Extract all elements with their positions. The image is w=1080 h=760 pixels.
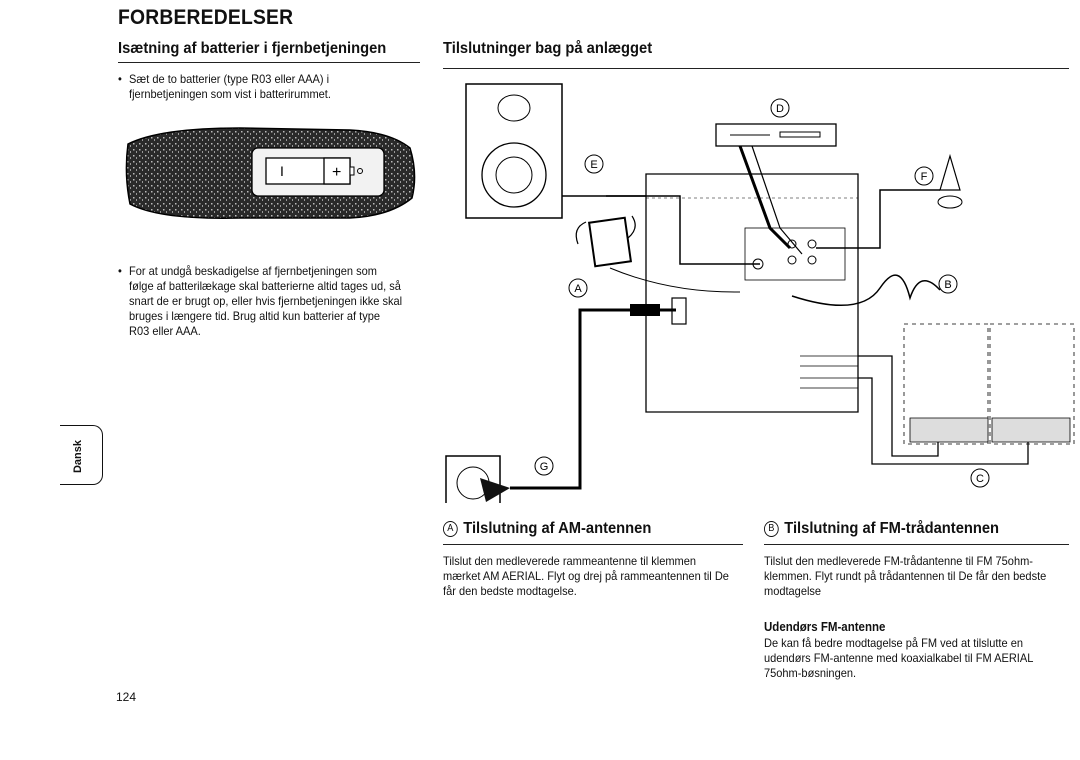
am-section-heading: A Tilslutning af AM-antennen <box>443 520 651 538</box>
main-unit <box>645 173 859 413</box>
label-d: D <box>776 103 784 115</box>
battery-section-heading: Isætning af batterier i fjernbetjeningen <box>118 40 387 57</box>
battery-bullet-2-text: For at undgå beskadigelse af fjernbetjen… <box>129 264 403 338</box>
connections-section-heading: Tilslutninger bag på anlægget <box>443 40 653 57</box>
fm-section-letter: B <box>764 521 779 537</box>
battery-heading-rule <box>118 62 420 63</box>
am-section-letter: A <box>443 521 458 537</box>
language-side-tab: Dansk <box>60 425 103 485</box>
fm-section-title: Tilslutning af FM-trådantennen <box>784 520 1000 537</box>
am-loop-antenna <box>575 215 741 293</box>
label-c: C <box>976 473 984 485</box>
am-heading-rule <box>443 544 743 545</box>
fm-outdoor-text: De kan få bedre modtagelse på FM ved at … <box>764 636 1033 680</box>
wall-socket <box>445 455 510 503</box>
label-f: F <box>921 171 928 183</box>
fm-section-heading: B Tilslutning af FM-trådantennen <box>764 520 999 538</box>
battery-bullet-1-text: Sæt de to batterier (type R03 eller AAA)… <box>129 72 331 101</box>
page-title: FORBEREDELSER <box>118 6 294 29</box>
label-a: A <box>574 283 582 295</box>
fm-section-text: Tilslut den medleverede FM-trådantenne t… <box>764 554 1047 598</box>
fm-outdoor-subheading: Udendørs FM-antenne <box>764 620 886 634</box>
subwoofer <box>465 83 563 219</box>
battery-minus-mark: I <box>280 163 284 179</box>
fm-heading-rule <box>764 544 1069 545</box>
battery-plus-mark: + <box>332 164 341 181</box>
speakers <box>903 323 1075 445</box>
battery-bullet-2: For at undgå beskadigelse af fjernbetjen… <box>118 264 403 339</box>
remote-battery-illustration: I + <box>125 127 416 219</box>
connections-heading-rule <box>443 68 1069 69</box>
label-g: G <box>540 461 549 473</box>
language-tab-label: Dansk <box>72 440 84 474</box>
external-device <box>715 123 837 147</box>
page-number: 124 <box>116 690 137 704</box>
am-section-title: Tilslutning af AM-antennen <box>463 520 652 537</box>
label-e: E <box>590 159 597 171</box>
battery-bullet-1: Sæt de to batterier (type R03 eller AAA)… <box>118 72 396 102</box>
label-b: B <box>944 279 951 291</box>
am-section-text: Tilslut den medleverede rammeantenne til… <box>443 554 729 598</box>
rear-connections-diagram: D E F B A G C <box>445 83 1075 503</box>
